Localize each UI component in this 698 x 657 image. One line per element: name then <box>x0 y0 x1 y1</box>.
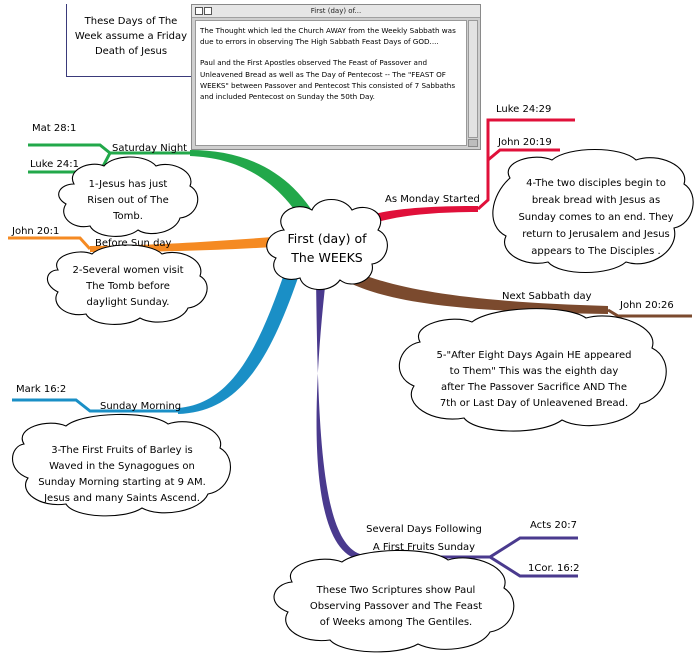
note4-line3: Sunday comes to an end. They <box>518 212 673 223</box>
top-note-line1: These Days of The <box>84 16 178 27</box>
zoom-box-icon[interactable] <box>204 7 212 15</box>
cloud-note-4 <box>492 148 694 274</box>
note6-line3: of Weeks among The Gentiles. <box>320 617 473 628</box>
note3-line1: 3-The First Fruits of Barley is <box>51 445 193 456</box>
top-note: These Days of The Week assume a Friday D… <box>66 4 191 77</box>
ref-john-20-19: John 20:19 <box>497 137 552 148</box>
note6-line1: These Two Scriptures show Paul <box>316 585 476 596</box>
note-window-title: First (day) of... <box>310 7 362 15</box>
top-note-text: These Days of The Week assume a Friday D… <box>73 14 189 59</box>
branch-line-1cor <box>489 555 578 578</box>
ref-john-20-26: John 20:26 <box>619 300 674 311</box>
label-monday-started: As Monday Started <box>385 194 480 205</box>
note-window-body[interactable]: The Thought which led the Church AWAY fr… <box>195 20 467 146</box>
top-note-line3: Death of Jesus <box>94 46 168 57</box>
note2-line2: The Tomb before <box>85 281 170 292</box>
note6-line2: Observing Passover and The Feast <box>310 601 482 612</box>
branch-line-john-20-26 <box>607 308 692 318</box>
note5-line2: to Them" This was the eighth day <box>450 366 619 377</box>
label-several-days-1: Several Days Following <box>366 524 482 535</box>
cloud-note-6 <box>273 549 515 653</box>
close-box-icon[interactable] <box>195 7 203 15</box>
branch-line-john-20-19 <box>487 148 560 162</box>
note4-line2: break bread with Jesus as <box>532 195 660 206</box>
note1-line1: 1-Jesus has just <box>89 179 168 190</box>
cloud-note-3 <box>11 413 231 517</box>
note5-line1: 5-"After Eight Days Again HE appeared <box>437 350 632 361</box>
note3-line3: Sunday Morning starting at 9 AM. <box>38 477 206 488</box>
ref-mat-28-1: Mat 28:1 <box>32 123 76 134</box>
label-before-sunday: Before Sun day <box>95 238 172 249</box>
resize-grip-icon[interactable] <box>468 139 478 147</box>
ref-john-20-1: John 20:1 <box>11 226 59 237</box>
center-title-line2: The WEEKS <box>290 250 363 265</box>
label-several-days-2: A First Fruits Sunday <box>373 542 475 553</box>
ref-luke-24-1: Luke 24:1 <box>30 159 79 170</box>
ref-mark-16-2: Mark 16:2 <box>16 384 66 395</box>
label-next-sabbath: Next Sabbath day <box>502 291 592 302</box>
note5-line3: after The Passover Sacrifice AND The <box>441 382 627 393</box>
ref-1cor-16-2: 1Cor. 16:2 <box>528 563 579 574</box>
center-title-line1: First (day) of <box>287 231 367 246</box>
branch-sunday-morning <box>178 268 300 414</box>
top-note-line2: Week assume a Friday <box>74 31 188 42</box>
ref-acts-20-7: Acts 20:7 <box>530 520 577 531</box>
note-window[interactable]: First (day) of... The Thought which led … <box>191 4 481 150</box>
note-window-titlebar[interactable]: First (day) of... <box>192 5 480 18</box>
note-window-para1: The Thought which led the Church AWAY fr… <box>200 26 456 47</box>
note-window-scrollbar[interactable] <box>468 20 478 138</box>
branch-line-john-20-1 <box>8 236 92 251</box>
cloud-note-1 <box>58 156 199 237</box>
label-saturday-night: Saturday Night <box>112 143 187 154</box>
note2-line1: 2-Several women visit <box>72 265 183 276</box>
note5-line4: 7th or Last Day of Unleavened Bread. <box>440 398 628 409</box>
note4-line5: appears to The Disciples . <box>531 246 660 257</box>
note2-line3: daylight Sunday. <box>87 297 170 308</box>
center-cloud <box>266 198 388 291</box>
branch-line-mark <box>12 398 178 413</box>
note4-line4: return to Jerusalem and Jesus <box>522 229 670 240</box>
note1-line3: Tomb. <box>112 211 143 222</box>
label-sunday-morning: Sunday Morning <box>100 401 181 412</box>
note3-line4: Jesus and many Saints Ascend. <box>43 493 200 504</box>
ref-luke-24-29: Luke 24:29 <box>496 104 551 115</box>
note-window-para2: Paul and the First Apostles observed The… <box>200 58 456 102</box>
branch-several-days <box>316 278 360 560</box>
note1-line2: Risen out of The <box>87 195 169 206</box>
cloud-note-5 <box>398 308 667 432</box>
note3-line2: Waved in the Synagogues on <box>49 461 195 472</box>
branch-monday <box>350 206 478 230</box>
cloud-note-2 <box>46 244 208 325</box>
note4-line1: 4-The two disciples begin to <box>526 178 666 189</box>
branch-line-mat <box>28 143 190 155</box>
branch-next-sabbath <box>352 272 608 314</box>
